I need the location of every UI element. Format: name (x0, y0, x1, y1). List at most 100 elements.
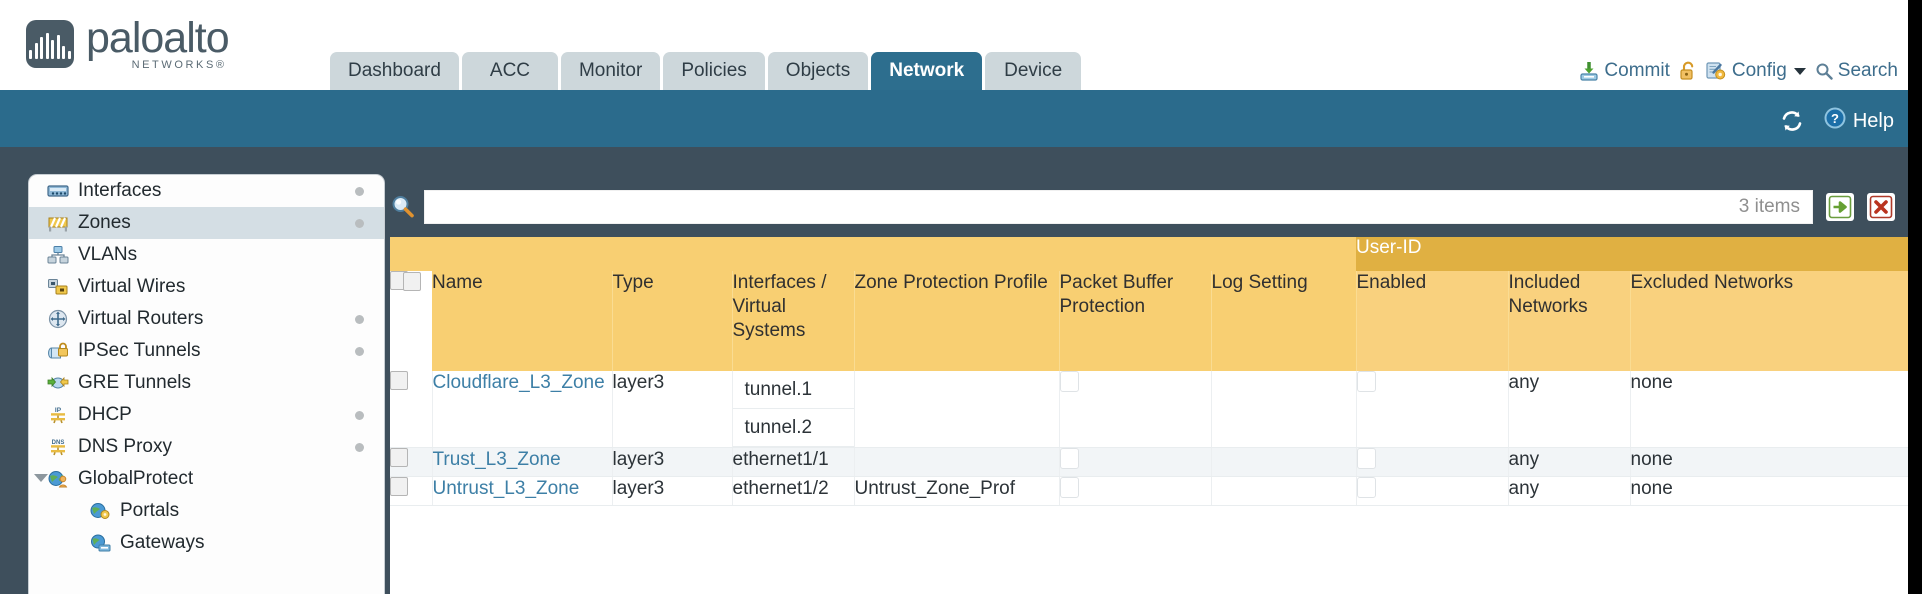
cell-type: layer3 (612, 371, 733, 448)
paloalto-logo-icon (26, 20, 74, 68)
commit-label: Commit (1604, 60, 1670, 81)
group-header-userid: User-ID (1356, 237, 1908, 271)
table-row[interactable]: Cloudflare_L3_Zone layer3 tunnel.1 tunne… (390, 371, 1908, 448)
brand-tagline: NETWORKS® (131, 59, 227, 71)
cell-userid-enabled (1356, 476, 1509, 506)
sidebar-item-vlans[interactable]: VLANs (29, 239, 384, 271)
config-lock-button[interactable] (1679, 61, 1697, 81)
sub-header-actions: ? Help (1779, 106, 1894, 136)
collapse-triangle-icon[interactable] (34, 474, 48, 482)
table-header-row: Name Type Interfaces / Virtual Systems Z… (390, 271, 1908, 371)
dhcp-icon: IP (47, 405, 69, 425)
config-menu-button[interactable]: Config (1706, 60, 1806, 82)
sidebar-item-label: DHCP (78, 404, 132, 425)
apply-filter-button[interactable] (1826, 193, 1854, 221)
cell-name: Trust_L3_Zone (432, 447, 613, 477)
zones-table: User-ID Name Type Interfaces / Virtual S… (390, 237, 1908, 506)
filter-search-box[interactable]: 3 items (424, 190, 1813, 224)
column-header-userid-enabled[interactable]: Enabled (1356, 271, 1509, 371)
userid-enabled-checkbox[interactable] (1356, 448, 1376, 469)
sidebar-item-virtual-wires[interactable]: Virtual Wires (29, 271, 384, 303)
column-header-packet-buffer-protection[interactable]: Packet Buffer Protection (1059, 271, 1212, 371)
ipsec-tunnels-icon (47, 341, 69, 361)
chevron-down-icon[interactable] (1793, 67, 1806, 75)
tab-dashboard[interactable]: Dashboard (330, 52, 459, 90)
zone-name-link[interactable]: Cloudflare_L3_Zone (432, 372, 605, 393)
help-button[interactable]: ? Help (1823, 106, 1894, 136)
sidebar-item-label: Gateways (120, 532, 205, 553)
commit-button[interactable]: Commit (1579, 60, 1670, 82)
cell-excluded-networks: none (1630, 476, 1908, 506)
row-select-cell (390, 476, 433, 506)
column-header-included-networks[interactable]: Included Networks (1508, 271, 1631, 371)
sidebar-item-gateways[interactable]: Gateways (29, 527, 384, 559)
sidebar-item-dns-proxy[interactable]: DNS DNS Proxy (29, 431, 384, 463)
sidebar-item-virtual-routers[interactable]: Virtual Routers (29, 303, 384, 335)
clear-filter-button[interactable] (1867, 193, 1895, 221)
search-input[interactable] (435, 192, 1739, 222)
select-all-checkbox[interactable] (403, 272, 421, 291)
sidebar-item-dhcp[interactable]: IP DHCP (29, 399, 384, 431)
filter-toolbar: 3 items (390, 185, 1895, 229)
cell-userid-enabled (1356, 371, 1509, 448)
row-checkbox[interactable] (390, 477, 408, 496)
sidebar-item-portals[interactable]: Portals (29, 495, 384, 527)
sidebar-item-gre-tunnels[interactable]: GRE Tunnels (29, 367, 384, 399)
row-checkbox[interactable] (390, 448, 408, 467)
tab-device[interactable]: Device (985, 52, 1082, 90)
tab-acc[interactable]: ACC (461, 52, 558, 90)
zone-name-link[interactable]: Trust_L3_Zone (432, 449, 561, 470)
sidebar-item-interfaces[interactable]: Interfaces (29, 175, 384, 207)
refresh-icon[interactable] (1779, 109, 1805, 133)
zones-icon (47, 213, 69, 233)
portals-icon (89, 501, 111, 521)
cell-log-setting (1211, 447, 1357, 477)
packet-buffer-protection-checkbox[interactable] (1059, 477, 1079, 498)
brand-name: paloalto (86, 14, 230, 62)
column-header-name[interactable]: Name (432, 271, 613, 371)
column-header-type[interactable]: Type (612, 271, 733, 371)
search-button[interactable]: Search (1815, 60, 1898, 82)
column-header-interfaces[interactable]: Interfaces / Virtual Systems (732, 271, 855, 371)
unlocked-padlock-icon (1679, 61, 1697, 81)
tab-policies[interactable]: Policies (663, 52, 765, 90)
column-header-zone-protection-profile[interactable]: Zone Protection Profile (854, 271, 1060, 371)
packet-buffer-protection-checkbox[interactable] (1059, 448, 1079, 469)
help-label: Help (1852, 109, 1894, 132)
svg-text:?: ? (1831, 111, 1839, 126)
cell-log-setting (1211, 371, 1357, 448)
sidebar-item-label: Virtual Routers (78, 308, 204, 329)
sidebar-item-globalprotect[interactable]: GlobalProtect (29, 463, 384, 495)
sidebar-item-label: Virtual Wires (78, 276, 186, 297)
gre-tunnels-icon (47, 373, 69, 393)
help-question-icon: ? (1823, 106, 1847, 136)
cell-name: Cloudflare_L3_Zone (432, 371, 613, 448)
sidebar-item-label: Zones (78, 212, 131, 233)
table-row[interactable]: Untrust_L3_Zone layer3 ethernet1/2 Untru… (390, 476, 1908, 506)
column-header-excluded-networks[interactable]: Excluded Networks (1630, 271, 1908, 371)
sub-header-bar (0, 90, 1908, 147)
table-row[interactable]: Trust_L3_Zone layer3 ethernet1/1 any non… (390, 447, 1908, 477)
tab-monitor[interactable]: Monitor (560, 52, 661, 90)
globalprotect-icon (47, 469, 69, 489)
userid-enabled-checkbox[interactable] (1356, 371, 1376, 392)
tab-network[interactable]: Network (871, 52, 983, 90)
cell-excluded-networks: none (1630, 447, 1908, 477)
config-label: Config (1731, 60, 1787, 81)
filter-magnifier-icon[interactable] (390, 194, 416, 220)
tab-objects[interactable]: Objects (767, 52, 869, 90)
packet-buffer-protection-checkbox[interactable] (1059, 371, 1079, 392)
column-header-log-setting[interactable]: Log Setting (1211, 271, 1357, 371)
search-label: Search (1837, 60, 1898, 81)
cell-log-setting (1211, 476, 1357, 506)
virtual-wires-icon (47, 277, 69, 297)
sidebar-item-zones[interactable]: Zones (29, 207, 384, 239)
status-dot (355, 219, 364, 228)
sidebar-item-ipsec-tunnels[interactable]: IPSec Tunnels (29, 335, 384, 367)
userid-enabled-checkbox[interactable] (1356, 477, 1376, 498)
header-action-group: Commit (1579, 52, 1898, 90)
cell-userid-enabled (1356, 447, 1509, 477)
row-checkbox[interactable] (390, 371, 408, 390)
zone-name-link[interactable]: Untrust_L3_Zone (432, 478, 580, 499)
